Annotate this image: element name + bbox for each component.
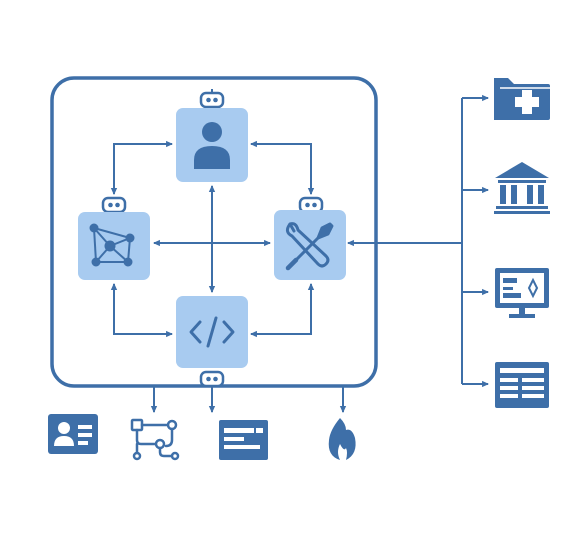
service-bank[interactable] <box>494 162 550 214</box>
medical-folder-icon <box>494 78 550 120</box>
node-left-network[interactable] <box>78 212 150 280</box>
user-icon <box>194 122 230 169</box>
bank-icon <box>494 162 550 214</box>
document-list-icon <box>495 362 549 408</box>
output-id-card[interactable] <box>48 414 98 454</box>
connector-left-bottom <box>110 282 174 338</box>
node-right-tools[interactable] <box>274 210 346 280</box>
service-medical-folder[interactable] <box>494 78 550 120</box>
card-document-icon <box>219 420 268 460</box>
fire-icon <box>328 418 356 460</box>
node-top-user[interactable] <box>176 108 248 182</box>
code-icon <box>189 316 235 348</box>
robot-head-left <box>101 196 127 214</box>
robot-head-top <box>199 89 225 109</box>
connector-right-bottom <box>249 282 315 338</box>
id-card-icon <box>48 414 98 454</box>
output-fire[interactable] <box>328 418 356 460</box>
service-document[interactable] <box>495 362 549 408</box>
connectors <box>110 94 490 414</box>
connector-top-left <box>110 140 174 196</box>
output-card-document[interactable] <box>219 420 268 460</box>
output-workflow[interactable] <box>130 418 180 461</box>
connector-top-right <box>249 140 315 196</box>
dashboard-monitor-icon <box>495 268 549 318</box>
service-dashboard[interactable] <box>495 268 549 318</box>
node-bottom-code[interactable] <box>176 296 248 368</box>
tools-icon <box>285 222 334 271</box>
robot-head-right <box>298 196 324 214</box>
workflow-icon <box>130 418 180 461</box>
network-graph-icon <box>89 223 135 267</box>
robot-head-bottom <box>199 370 225 388</box>
